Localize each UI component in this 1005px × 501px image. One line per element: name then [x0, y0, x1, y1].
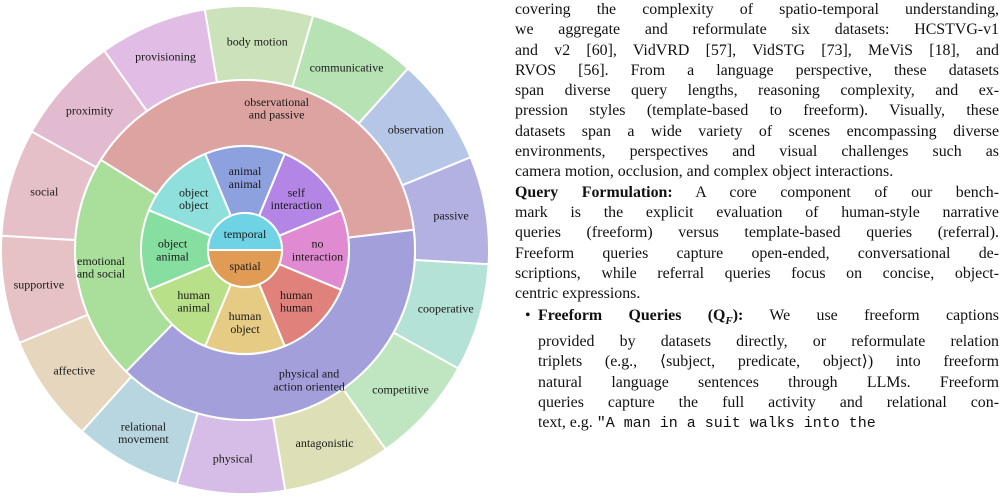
paper-text-column: covering the complexity of spatio-tempor…: [515, 0, 999, 501]
outer-segment-label: proximity: [66, 103, 113, 117]
text-line: and v2 [60], VidVRD [57], VidSTG [73], M…: [515, 41, 999, 59]
text-line: triplets (e.g., ⟨subject, predicate, obj…: [538, 353, 999, 371]
center-temporal-label: temporal: [224, 227, 267, 241]
outer-segment-label: competitive: [372, 383, 429, 397]
freeform-heading-text: Freeform Queries (Q: [538, 307, 726, 325]
outer-segment-label: antagonistic: [296, 436, 354, 450]
outer-segment-label: communicative: [310, 60, 384, 74]
text-line: RVOS [56]. From a language perspective, …: [515, 61, 999, 79]
freeform-subscript: F: [725, 315, 733, 328]
outer-segment-label: affective: [53, 364, 95, 378]
dataset-paragraph: covering the complexity of spatio-tempor…: [515, 0, 999, 183]
text-line: provided by datasets directly, or reform…: [538, 332, 999, 350]
outer-segment-label: body motion: [227, 34, 288, 48]
outer-segment-label: observation: [388, 122, 444, 136]
text-line: scriptions, while referral queries focus…: [515, 264, 999, 282]
example-query: "A man in a suit walks into the: [596, 415, 876, 433]
text-line: queries capture the full activity and re…: [538, 393, 999, 411]
text-line: natural language sentences through LLMs.…: [538, 373, 999, 391]
outer-segment-label: social: [30, 185, 59, 199]
text-line: pression styles (template-based to freef…: [515, 102, 999, 120]
outer-segment-label: cooperative: [418, 301, 474, 315]
text-line: camera motion, occlusion, and complex ob…: [515, 163, 894, 181]
text-line: centric expressions.: [515, 285, 641, 303]
bullet-marker: •: [525, 307, 531, 325]
center-temporal: [206, 212, 284, 251]
query-formulation-paragraph: Query Formulation: A core component of o…: [515, 183, 999, 305]
query-formulation-heading: Query Formulation:: [515, 183, 673, 201]
text-line: mark is the explicit evaluation of human…: [515, 203, 999, 221]
freeform-heading-close: ):: [732, 307, 744, 325]
sunburst-chart: body motion communicative observation passi…: [0, 5, 490, 495]
text-line: datasets span a wide variety of scenes e…: [515, 122, 999, 140]
text-line: text, e.g.: [538, 414, 597, 432]
freeform-heading: Freeform Queries (QF):: [538, 307, 744, 327]
text-line: span diverse query lengths, reasoning co…: [515, 82, 999, 100]
text-line: A core component of our bench-: [672, 183, 999, 201]
text-line: we aggregate and reformulate six dataset…: [515, 21, 999, 39]
text-line: We use freeform captions: [743, 307, 999, 325]
text-line: environments, perspectives and visual ch…: [515, 143, 999, 161]
center-spatial-label: spatial: [229, 259, 261, 273]
text-line: queries (freeform) versus template-based…: [515, 224, 999, 242]
center-spatial: [206, 249, 284, 288]
outer-segment-label: supportive: [14, 278, 65, 292]
outer-segment-label: provisioning: [135, 50, 196, 64]
freeform-bullet: • Freeform Queries (QF): We use freeform …: [515, 306, 999, 434]
text-line: covering the complexity of spatio-tempor…: [515, 1, 999, 18]
outer-segment-label: physical: [213, 452, 254, 466]
sunburst-figure: body motion communicative observation passi…: [0, 5, 490, 495]
text-line: Freeform queries capture open-ended, con…: [515, 244, 999, 262]
outer-segment-label: passive: [433, 209, 468, 223]
